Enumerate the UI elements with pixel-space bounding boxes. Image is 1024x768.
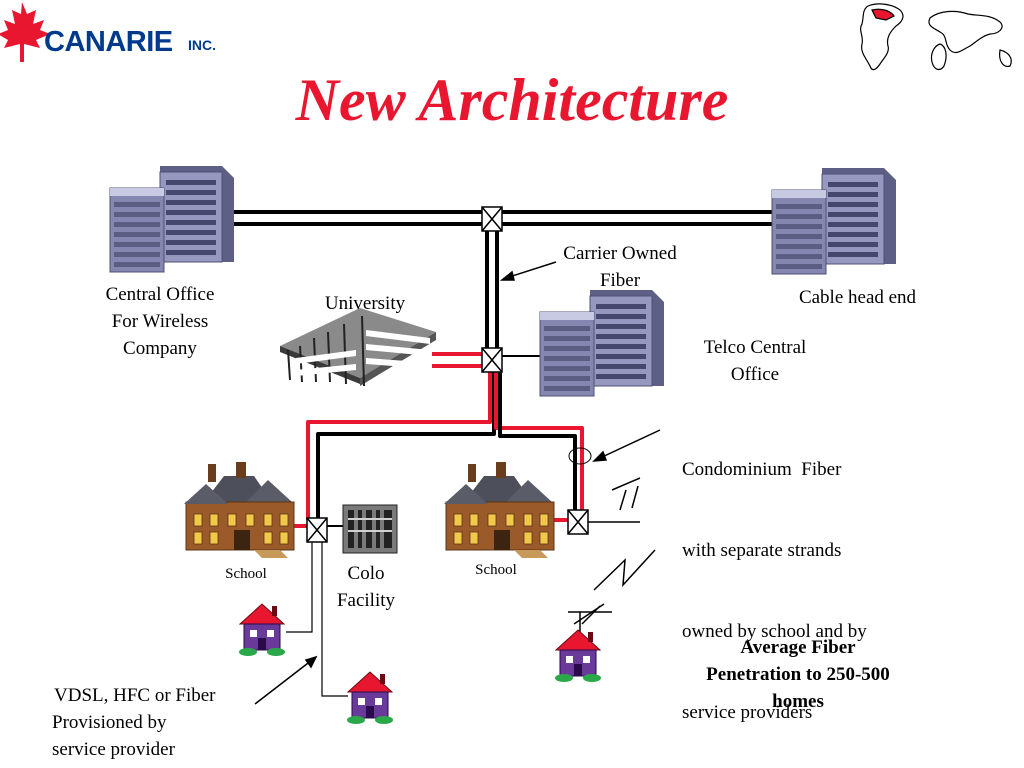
colo-equipment [342,504,398,554]
cross-connect-school-right [567,509,589,535]
carrier-fiber-line [485,224,499,348]
cross-connect-backbone [481,206,503,232]
carrier-fiber-label: Carrier Owned Fiber [563,243,677,291]
drop-lines [286,538,348,697]
backbone-fiber [230,210,780,226]
wireless-antenna-icon [568,477,656,636]
logo-suffix: INC. [188,37,216,53]
house-1 [238,603,286,657]
school-right-building [443,461,555,559]
house-2 [346,671,394,725]
school-left-label: School [225,566,267,582]
university-link [432,352,484,368]
central-office-label: Central Office For Wireless Company [105,284,215,359]
logo-name: CANARIE [44,26,173,58]
vdsl-label: VDSL, HFC or Fiber Provisioned by servic… [52,685,216,760]
school-right-label: School [475,562,517,578]
condo-fiber [306,372,584,520]
condo-label: Condominium Fiber with separate strands … [682,459,867,723]
cross-connect-university [481,347,503,373]
arrows [254,261,661,705]
fiber-strand-marker [568,447,592,465]
university-label: University [324,293,406,314]
school-left-building [183,461,295,559]
telco-building [539,289,665,397]
colo-label: Colo Facility [336,563,396,611]
maple-leaf-icon [0,2,50,62]
cable-head-end-label: Cable head end [798,287,917,308]
cable-head-end-building [771,167,897,275]
page-title: New Architecture [295,67,729,133]
canarie-logo: CANARIE INC. [0,0,230,70]
cross-connect-school-left [306,517,328,543]
university-building [280,308,436,387]
avg-fiber-label: Average Fiber Penetration to 250-500 hom… [706,637,890,712]
central-office-building [109,165,235,273]
telco-label: Telco Central Office [703,337,807,385]
house-3 [554,629,602,683]
